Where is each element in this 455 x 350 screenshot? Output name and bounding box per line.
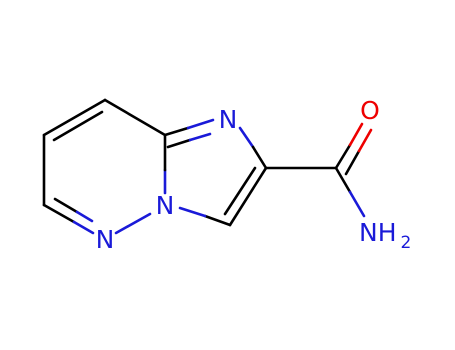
bond-c8a-n-imid (163, 126, 190, 137)
bond-c3-n4 (203, 214, 232, 227)
bond-camide-o-2 (344, 149, 361, 176)
bond-camide-o-2-red (357, 128, 373, 153)
bond-c6-n1-inner (53, 197, 79, 214)
bond-camide-n-blue (348, 190, 366, 218)
bond-n1-n4 (114, 212, 152, 235)
bond-c2-c3 (228, 166, 268, 227)
bond-camide-o (334, 143, 352, 170)
bond-c6-n1-inner-n (75, 210, 94, 223)
atom-label-nh2: NH 2 (359, 218, 411, 253)
bond-c8-c7 (42, 98, 107, 137)
bond-camide-n (334, 166, 352, 194)
bond-c6-n1-n (72, 220, 95, 235)
bond-c3-n4-n (178, 206, 207, 218)
bond-c6-n1 (42, 203, 76, 224)
atom-label-nh2-subscript: 2 (401, 233, 412, 253)
atom-label-n-pyridazine: N (96, 225, 115, 254)
bond-camide-o-red (348, 122, 364, 147)
bond-n-imid-c2-c (251, 145, 268, 170)
bond-c8a-n-imid-inner (166, 138, 192, 149)
bond-c8a-n-imid-inner-n (188, 132, 212, 142)
atom-label-nh: NH (359, 218, 397, 247)
bond-c8a-n-imid-n (186, 118, 215, 130)
atom-label-o-carbonyl: O (360, 96, 380, 125)
atom-label-n-bridgehead: N (156, 191, 175, 220)
bond-c8-c8a (103, 98, 167, 137)
bond-c8-c7-inner (52, 110, 104, 142)
bond-c2-c3-inner (223, 166, 257, 216)
atom-label-n-imidazole: N (219, 105, 238, 134)
bond-n-imid-c2 (238, 126, 255, 149)
